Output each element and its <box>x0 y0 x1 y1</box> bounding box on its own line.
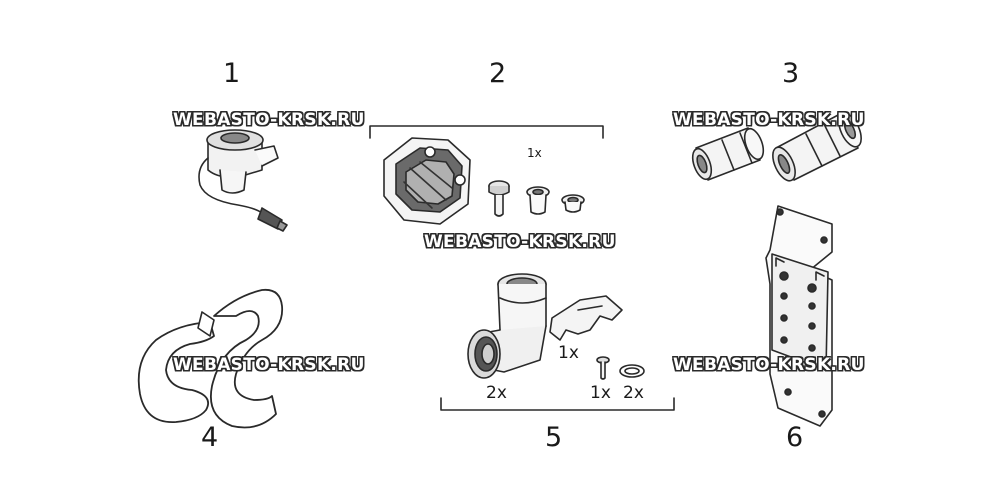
watermark-bottom-left: WEBASTO-KRSK.RU <box>173 355 365 375</box>
clip-drawing <box>549 295 623 341</box>
group-2-bracket-line <box>369 125 604 139</box>
spacer-sleeve-drawing <box>526 186 550 215</box>
o-ring-drawing <box>619 364 645 378</box>
watermark-center: WEBASTO-KRSK.RU <box>424 232 616 252</box>
quantity-label-bracket-hardware: 1x <box>527 146 542 160</box>
item-number-1: 1 <box>223 58 241 89</box>
hose-pipe-left-drawing <box>691 127 765 181</box>
screw-drawing <box>596 356 610 380</box>
water-pump-drawing <box>198 129 288 232</box>
mounting-plate-drawing <box>765 205 833 427</box>
item-number-3: 3 <box>782 58 800 89</box>
bolt-drawing <box>488 180 510 217</box>
pump-bracket-drawing <box>383 137 471 225</box>
item-number-6: 6 <box>786 422 804 453</box>
quantity-label-screw: 1x <box>590 383 611 403</box>
watermark-top-right: WEBASTO-KRSK.RU <box>673 110 865 130</box>
hose-pipe-right-drawing <box>772 112 862 182</box>
watermark-top-left: WEBASTO-KRSK.RU <box>173 110 365 130</box>
item-number-2: 2 <box>489 58 507 89</box>
watermark-bottom-right: WEBASTO-KRSK.RU <box>673 355 865 375</box>
quantity-label-o-ring: 2x <box>623 383 644 403</box>
grommet-drawing <box>561 194 585 213</box>
quantity-label-elbow: 2x <box>486 383 507 403</box>
item-number-5: 5 <box>545 422 563 453</box>
group-5-bracket-line <box>440 397 675 411</box>
item-number-4: 4 <box>201 422 219 453</box>
elbow-connector-drawing <box>467 273 547 379</box>
quantity-label-clip: 1x <box>558 343 579 363</box>
hose-drawing <box>137 288 284 429</box>
